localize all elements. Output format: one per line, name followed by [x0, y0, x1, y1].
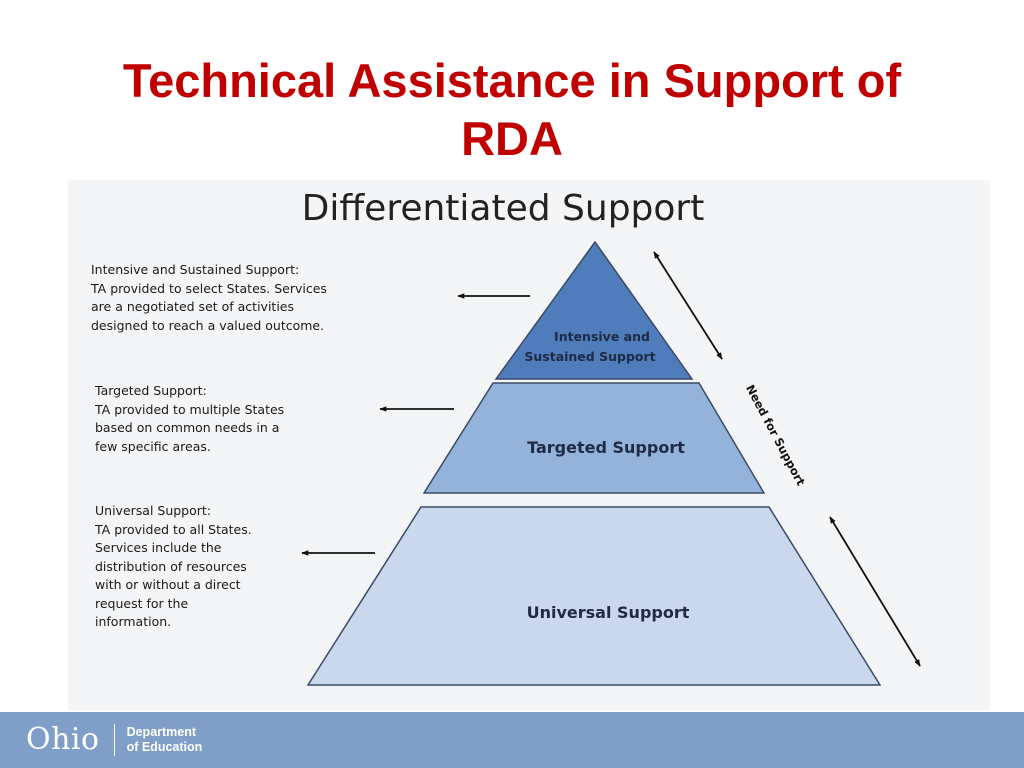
tier-intensive-shape	[494, 240, 694, 380]
diagram-heading: Differentiated Support	[302, 188, 705, 229]
tier-universal-label: Universal Support	[527, 603, 690, 622]
desc-universal-line: distribution of resources	[95, 558, 247, 574]
ohio-education-logo: Ohio Department of Education	[26, 722, 202, 758]
desc-universal-line: with or without a direct	[95, 577, 241, 592]
desc-intensive-line: designed to reach a valued outcome.	[91, 317, 325, 333]
logo-wordmark: Ohio	[26, 722, 100, 757]
desc-targeted: Targeted Support: TA provided to multipl…	[95, 382, 284, 456]
desc-universal-line: TA provided to all States.	[95, 521, 252, 537]
desc-intensive-line: are a negotiated set of activities	[91, 299, 295, 314]
logo-dept-line-1: Department	[126, 725, 197, 739]
tier-targeted-shape	[422, 382, 766, 494]
desc-intensive: Intensive and Sustained Support: TA prov…	[91, 261, 327, 335]
slide-title-line-2: RDA	[461, 112, 563, 165]
slide-title-line-1: Technical Assistance in Support of	[122, 54, 902, 107]
tier-targeted-label: Targeted Support	[527, 438, 685, 457]
need-arrow-top	[653, 251, 723, 360]
tier-intensive-label-line-1: Intensive and	[554, 329, 650, 344]
desc-universal-heading: Universal Support:	[95, 503, 212, 518]
logo-dept-line-2: of Education	[126, 740, 203, 754]
need-for-support-label: Need for Support	[743, 382, 808, 488]
logo-divider	[113, 724, 115, 756]
pyramid-diagram: Differentiated Support Intensive and Sus…	[301, 188, 921, 686]
logo-department-text: Department of Education	[127, 725, 203, 755]
desc-universal-line: information.	[95, 614, 172, 629]
slide-title: Technical Assistance in Support of RDA	[0, 52, 1024, 168]
desc-targeted-heading: Targeted Support:	[95, 383, 207, 398]
desc-targeted-line: TA provided to multiple States	[95, 401, 285, 417]
footer-bar: Ohio Department of Education	[0, 712, 1024, 768]
desc-universal: Universal Support: TA provided to all St…	[95, 502, 252, 632]
diagram-panel: Differentiated Support Intensive and Sus…	[68, 180, 990, 710]
desc-universal-line: request for the	[95, 595, 189, 611]
desc-targeted-line: based on common needs in a	[95, 420, 280, 435]
need-arrow-bottom	[829, 516, 921, 667]
desc-targeted-line: few specific areas.	[95, 438, 211, 454]
tier-universal-shape	[306, 506, 882, 686]
desc-intensive-heading: Intensive and Sustained Support:	[91, 262, 300, 277]
desc-intensive-line: TA provided to select States. Services	[91, 280, 327, 296]
tier-intensive-label-line-2: Sustained Support	[524, 349, 655, 364]
desc-universal-line: Services include the	[95, 540, 222, 555]
